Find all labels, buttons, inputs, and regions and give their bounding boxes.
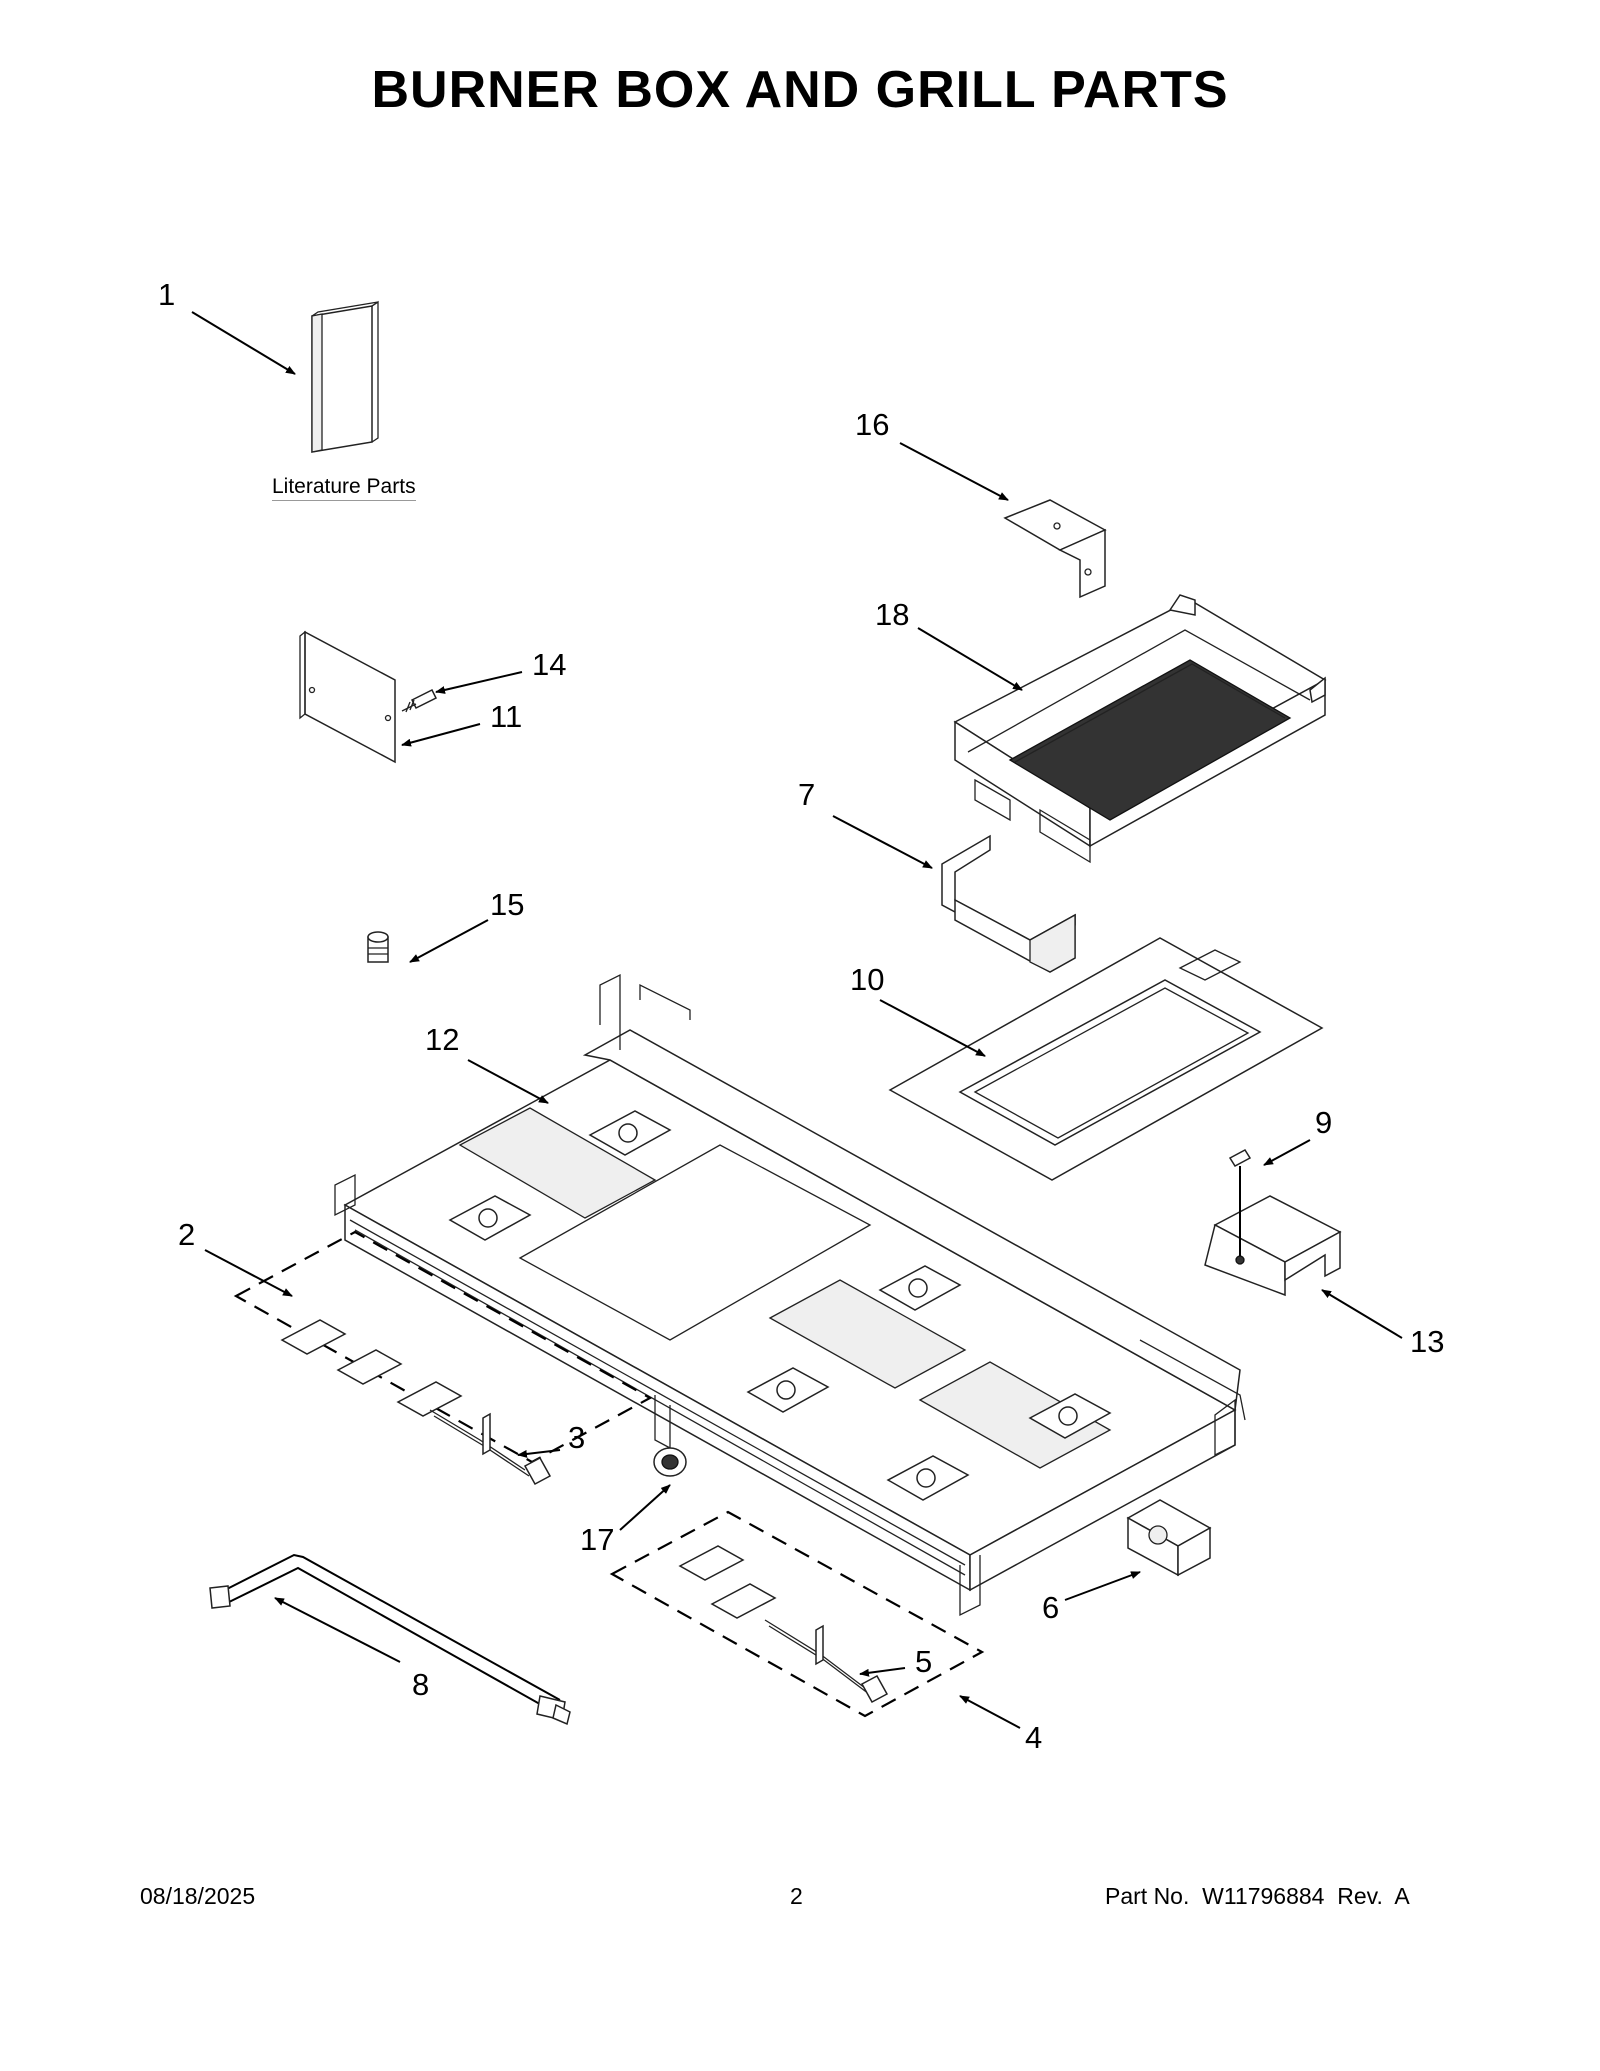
callout-14: 14 [532,647,566,682]
cover-plate-part-11 [299,630,396,764]
callout-6: 6 [1042,1590,1059,1625]
callout-7: 7 [798,777,815,812]
callout-4: 4 [1025,1720,1042,1755]
footer-date: 08/18/2025 [140,1883,256,1909]
callout-numbers: 1 2 3 4 5 6 7 8 9 10 11 12 13 14 15 16 1… [158,277,1444,1755]
left-valve-manifold-part-2-3 [233,1230,653,1486]
callout-10: 10 [850,962,884,997]
callout-3: 3 [568,1420,585,1455]
callout-12: 12 [425,1022,459,1057]
callout-15: 15 [490,887,524,922]
callout-11: 11 [490,699,522,734]
valve-part-6 [1126,1499,1212,1577]
callout-9: 9 [1315,1105,1332,1140]
valve-group-box [448,1110,1112,1501]
gas-pipe-part-8 [209,1553,571,1726]
grommet-part-17 [653,1395,687,1477]
callout-5: 5 [915,1644,932,1679]
footer-page-number: 2 [790,1883,803,1909]
bracket-part-16 [1003,499,1107,599]
bracket-part-13 [1204,1195,1342,1297]
burner-box-part-12 [334,973,1246,1617]
griddle-pan-part-10 [888,937,1324,1181]
screw-part-9 [1228,1149,1252,1200]
callout-1: 1 [158,277,175,312]
literature-parts-label: Literature Parts [272,475,416,501]
callout-17: 17 [580,1522,614,1557]
footer-part-number: Part No. W11796884 Rev. A [1105,1883,1410,1909]
callout-13: 13 [1410,1324,1444,1359]
callout-16: 16 [855,407,889,442]
literature-parts-booklet [311,300,379,453]
page-title: BURNER BOX AND GRILL PARTS [371,61,1229,119]
callout-18: 18 [875,597,909,632]
leader-lines [191,311,1403,1729]
heat-shield-part-7 [941,834,1076,973]
right-valve-manifold-part-4-5 [609,1510,985,1718]
callout-2: 2 [178,1217,195,1252]
fitting-part-15 [367,931,389,963]
grill-tray-part-18 [953,594,1327,864]
screw-part-14 [401,688,438,713]
callout-8: 8 [412,1667,429,1702]
